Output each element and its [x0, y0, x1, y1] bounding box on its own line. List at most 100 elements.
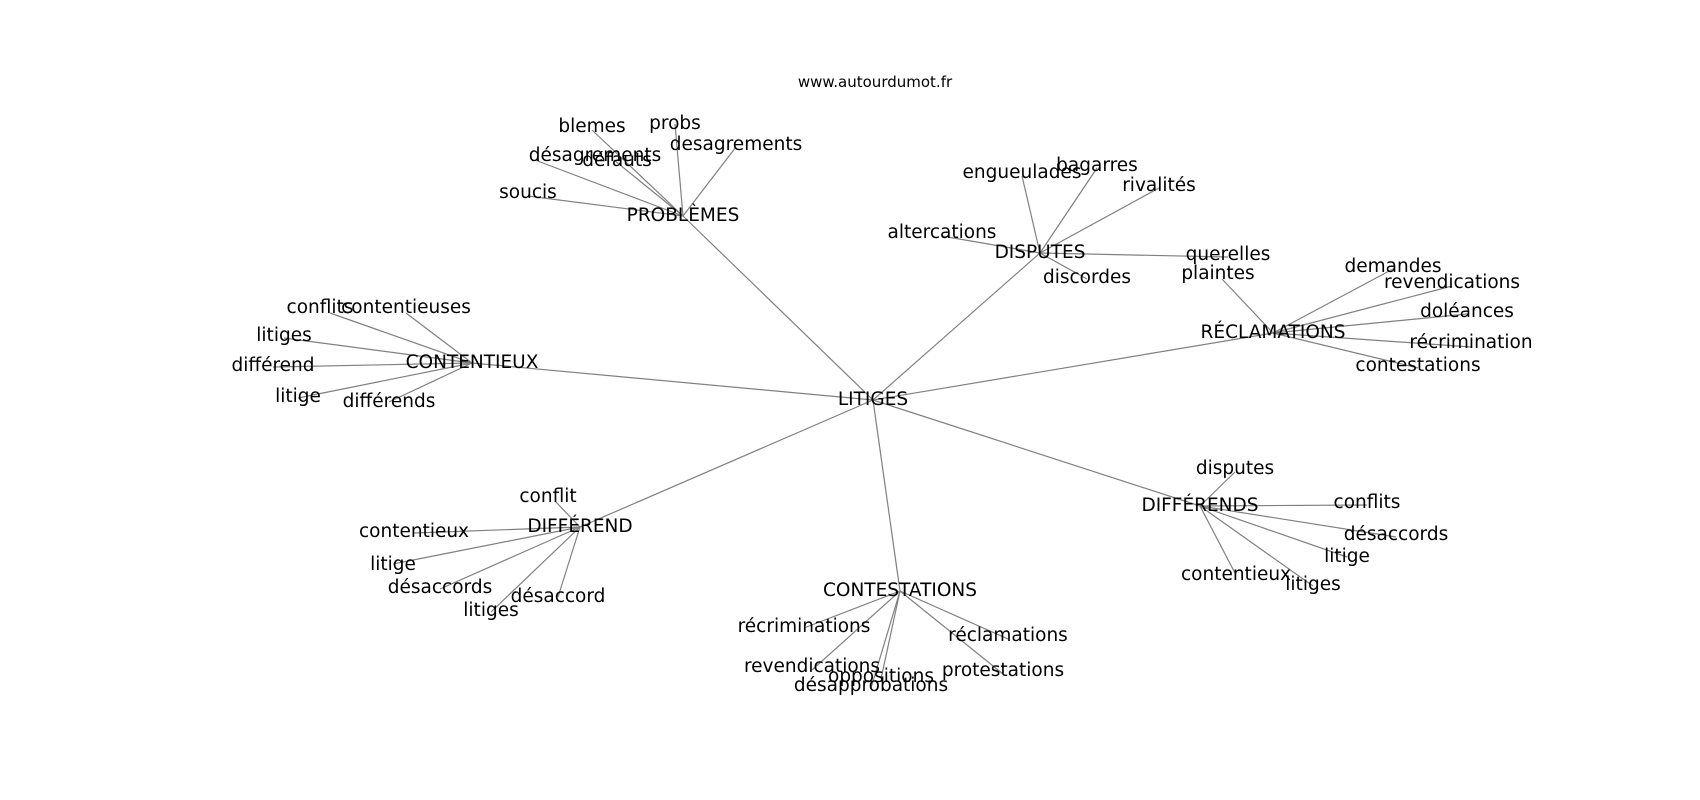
edge-cluster-to-term [297, 362, 473, 399]
term-node-label: conflits [1334, 492, 1401, 513]
edge-cluster-to-term [1199, 471, 1236, 507]
term-node-label: desagrements [670, 134, 802, 155]
term-node-label: blemes [558, 116, 625, 137]
edge-cluster-to-term [439, 526, 581, 590]
term-node-label: récrimination [1409, 332, 1532, 353]
edge-cluster-to-term [1272, 332, 1472, 348]
edge-cluster-to-term [413, 526, 581, 534]
edge-cluster-to-term [534, 159, 684, 217]
term-node-label: litiges [463, 600, 518, 621]
edge-cluster-to-term [554, 500, 581, 528]
edge-cluster-to-term [880, 590, 901, 680]
edge-cluster-to-term [941, 235, 1041, 254]
term-node-label: disputes [1196, 458, 1274, 479]
root-node-label: LITIGES [838, 389, 908, 410]
edge-cluster-to-term [490, 526, 581, 613]
term-node-label: désapprobations [794, 675, 948, 696]
edge-cluster-to-term [1039, 167, 1098, 254]
edge-cluster-to-term [803, 590, 901, 629]
term-node-label: probs [649, 113, 701, 134]
edge-cluster-to-term [613, 159, 684, 217]
term-node-label: discordes [1043, 267, 1131, 288]
edge-cluster-to-term [811, 590, 901, 671]
edge-cluster-to-term [682, 146, 737, 217]
cluster-node-label: CONTESTATIONS [823, 580, 977, 601]
edge-cluster-to-term [1221, 278, 1274, 334]
term-node-label: désaccords [1344, 524, 1448, 545]
term-node-label: désaccords [388, 577, 492, 598]
edge-cluster-to-term [1039, 252, 1229, 258]
edge-root-to-cluster [872, 252, 1041, 401]
edge-cluster-to-term [1272, 268, 1394, 334]
term-node-label: revendications [744, 656, 880, 677]
term-node-label: demandes [1345, 256, 1442, 277]
edge-root-to-cluster [471, 362, 874, 401]
term-node-label: soucis [499, 182, 557, 203]
term-node-label: querelles [1186, 244, 1271, 265]
term-node-label: litige [275, 386, 321, 407]
edge-cluster-to-term [899, 590, 1004, 675]
cluster-node-label: DIFFÉRENDS [1141, 494, 1258, 516]
cluster-node-label: RÉCLAMATIONS [1201, 321, 1346, 343]
cluster-node-label: DIFFÉREND [527, 515, 632, 537]
term-node-label: conflit [519, 486, 576, 507]
term-node-label: différends [343, 391, 436, 412]
edge-cluster-to-term [272, 362, 473, 368]
edge-cluster-to-term [591, 129, 684, 217]
term-node-label: contentieuses [341, 297, 471, 318]
term-node-label: récriminations [738, 616, 871, 637]
term-node-label: doléances [1420, 301, 1514, 322]
edge-cluster-to-term [1272, 332, 1419, 369]
edge-cluster-to-term [1199, 505, 1237, 576]
edge-cluster-to-term [388, 362, 473, 403]
edge-cluster-to-term [405, 312, 473, 364]
term-node-label: désaccord [511, 586, 606, 607]
term-node-label: oppositions [828, 666, 934, 687]
term-node-label: litiges [256, 325, 311, 346]
source-watermark: www.autourdumot.fr [797, 73, 953, 91]
edge-cluster-to-term [899, 590, 1009, 640]
edge-root-to-cluster [872, 332, 1274, 401]
edge-root-to-cluster [579, 399, 874, 528]
term-node-label: défauts [582, 150, 652, 171]
term-node-label: bagarres [1056, 155, 1138, 176]
term-node-label: rivalités [1122, 175, 1196, 196]
term-node-label: contentieux [1181, 564, 1291, 585]
term-node-label: contestations [1355, 355, 1480, 376]
edge-cluster-to-term [557, 526, 581, 598]
term-node-label: revendications [1384, 272, 1520, 293]
edge-cluster-to-term [1199, 505, 1348, 558]
cluster-node-label: PROBLÈMES [627, 204, 740, 226]
edge-root-to-cluster [872, 399, 1201, 507]
edge-cluster-to-term [1272, 285, 1453, 334]
term-node-label: contentieux [359, 521, 469, 542]
term-node-label: litiges [1285, 574, 1340, 595]
cluster-node-label: CONTENTIEUX [406, 352, 539, 373]
edge-cluster-to-term [1272, 313, 1468, 334]
edge-cluster-to-term [1039, 187, 1160, 254]
edge-cluster-to-term [1199, 505, 1397, 538]
edge-root-to-cluster [872, 399, 901, 592]
edge-root-to-cluster [682, 215, 874, 401]
term-node-label: engueulades [963, 162, 1082, 183]
term-node-label: litige [1324, 546, 1370, 567]
term-node-label: plaintes [1181, 263, 1254, 284]
edge-cluster-to-term [1039, 252, 1088, 280]
edges [272, 123, 1472, 689]
term-node-label: réclamations [948, 625, 1068, 646]
edge-cluster-to-term [329, 312, 473, 364]
edge-cluster-to-term [392, 526, 581, 565]
cluster-node-label: DISPUTES [995, 242, 1086, 263]
term-node-label: conflits [287, 297, 354, 318]
term-node-label: désagrements [529, 145, 661, 166]
term-node-label: protestations [942, 660, 1064, 681]
edge-cluster-to-term [674, 123, 684, 217]
edge-cluster-to-term [1021, 175, 1041, 254]
edge-cluster-to-term [1199, 505, 1314, 587]
edge-cluster-to-term [283, 337, 473, 364]
edge-cluster-to-term [1199, 504, 1368, 507]
term-node-label: altercations [888, 222, 997, 243]
term-node-label: différend [231, 355, 314, 376]
